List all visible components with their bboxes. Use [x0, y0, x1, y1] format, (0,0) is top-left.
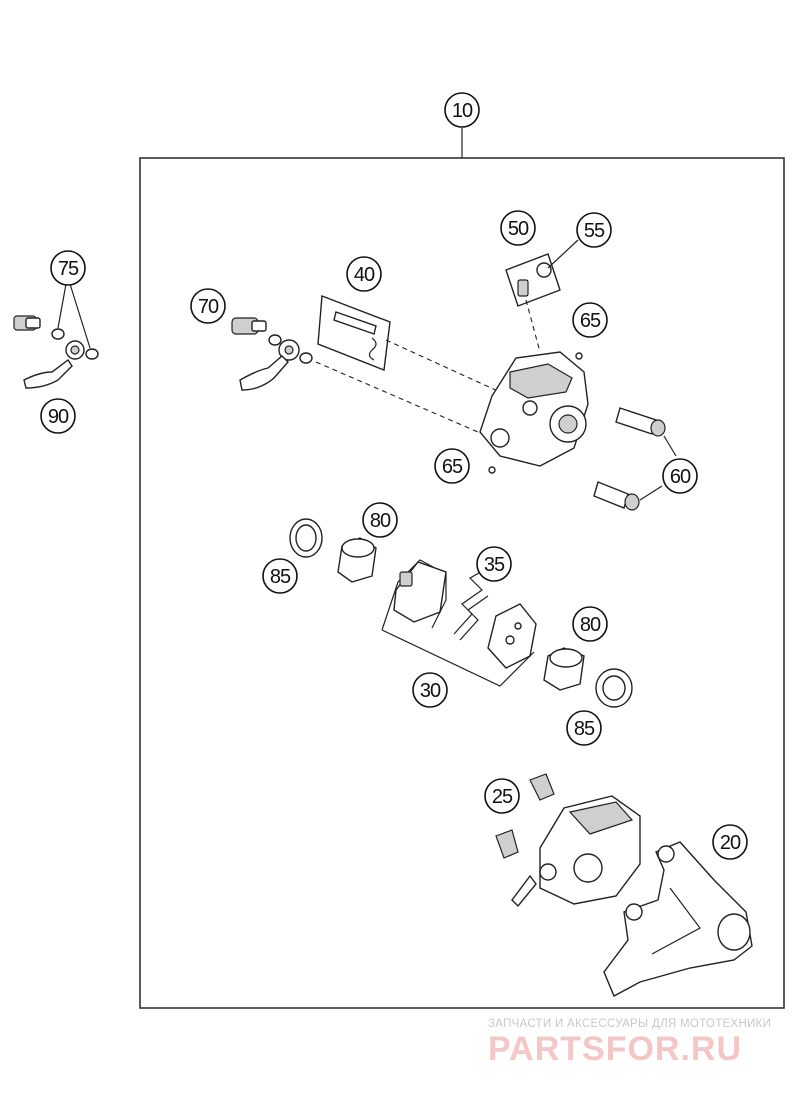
svg-text:20: 20: [720, 832, 741, 854]
callout-65-upper: 65: [572, 302, 608, 338]
callout-90: 90: [40, 398, 76, 434]
svg-text:85: 85: [270, 566, 291, 588]
bleeder-kit: [505, 239, 583, 360]
callout-50: 50: [500, 210, 536, 246]
seal-left: [289, 518, 323, 558]
callout-65-lower: 65: [434, 448, 470, 484]
svg-text:10: 10: [452, 100, 473, 122]
caliper-bracket: [603, 841, 753, 997]
banjo-bolt: [231, 317, 313, 391]
seal-right: [595, 668, 633, 708]
assembly-line-3: [525, 299, 541, 353]
watermark-tagline: ЗАПЧАСТИ И АКСЕССУАРЫ ДЛЯ МОТОТЕХНИКИ: [488, 1018, 772, 1030]
callout-10: 10: [444, 92, 480, 128]
svg-text:90: 90: [48, 406, 69, 428]
svg-text:40: 40: [354, 264, 375, 286]
watermark-brand: PARTSFOR.RU: [488, 1030, 743, 1068]
callout-20: 20: [712, 824, 748, 860]
callout-40: 40: [346, 256, 382, 292]
callout-60: 60: [662, 458, 698, 494]
brake-pads: [381, 559, 537, 687]
svg-text:85: 85: [574, 718, 595, 740]
caliper-body: [479, 351, 589, 474]
callout-55: 55: [576, 212, 612, 248]
svg-text:75: 75: [58, 258, 79, 280]
svg-text:50: 50: [508, 218, 529, 240]
svg-text:80: 80: [370, 510, 391, 532]
callout-75: 75: [50, 250, 86, 286]
callout-35: 35: [476, 546, 512, 582]
svg-text:55: 55: [584, 220, 605, 242]
svg-text:80: 80: [580, 614, 601, 636]
callout-30: 30: [412, 672, 448, 708]
caliper-assembly: [495, 773, 641, 908]
callout-70: 70: [190, 288, 226, 324]
piston-left: [337, 537, 377, 583]
svg-text:65: 65: [580, 310, 601, 332]
assembly-line-2: [315, 361, 479, 433]
assembly-line-1: [385, 339, 501, 393]
callout-80-upper: 80: [362, 502, 398, 538]
callout-25: 25: [484, 778, 520, 814]
brake-line-assembly: [13, 283, 99, 389]
svg-text:70: 70: [198, 296, 219, 318]
svg-text:25: 25: [492, 786, 513, 808]
callout-85-upper: 85: [262, 558, 298, 594]
svg-text:60: 60: [670, 466, 691, 488]
slide-pins: [593, 407, 677, 511]
svg-text:35: 35: [484, 554, 505, 576]
svg-text:30: 30: [420, 680, 441, 702]
callout-80-lower: 80: [572, 606, 608, 642]
svg-text:65: 65: [442, 456, 463, 478]
pin-kit: [317, 295, 391, 371]
callout-85-lower: 85: [566, 710, 602, 746]
piston-right: [543, 647, 585, 691]
